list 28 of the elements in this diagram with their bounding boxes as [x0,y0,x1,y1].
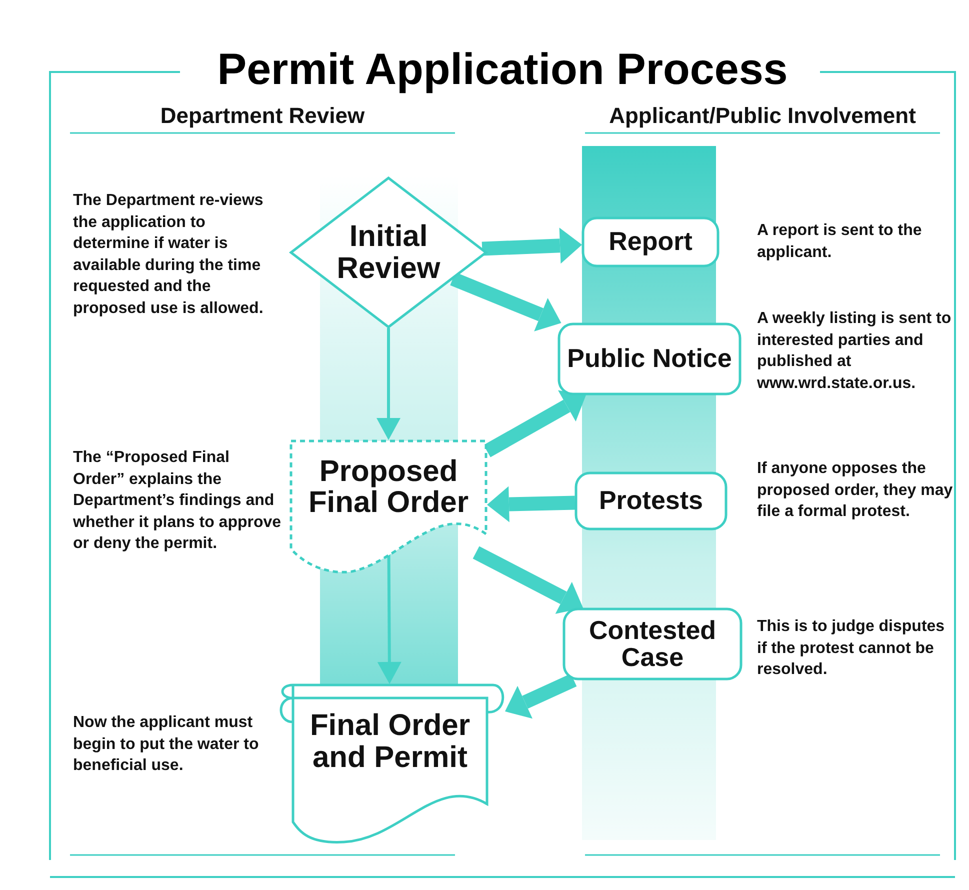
description-text: If anyone opposes the proposed order, they may file a formal protest. [757,459,954,522]
decision-diamond [290,177,487,328]
node-label: Contested Case [588,616,718,672]
description-text: This is to judge disputes if the protest cannot be resolved. [757,617,946,680]
node-label: Proposed Final Order [307,456,470,518]
arrow [505,674,577,719]
process-box [582,217,719,267]
column-heading: Applicant/Public Involvement [608,103,917,129]
description-text: The “Proposed Final Order” explains the Department’s findings and whether it plans to approve or deny the permit. [73,448,282,554]
arrow [450,272,562,332]
arrow [482,228,582,264]
process-box [563,608,742,680]
process-box [558,323,741,395]
description-text: A weekly listing is sent to interested parties and published at www.wrd.state.or.us. [757,309,952,394]
description-text: A report is sent to the applicant. [757,221,923,263]
node-label: Public Notice [567,345,732,373]
arrow [376,328,400,440]
description-text: The Department re-views the application to determine if water is available during the time requested and the proposed use is allowed. [73,191,264,319]
node-label: Final Order and Permit [308,710,472,773]
document-shape [290,440,487,574]
arrow [377,554,402,684]
process-box [575,472,727,530]
node-label: Initial Review [336,221,442,284]
column-heading: Department Review [159,103,366,129]
arrow [487,486,576,522]
node-label: Report [608,228,692,256]
node-label: Protests [598,487,704,515]
description-text: Now the applicant must begin to put the water to beneficial use. [73,713,260,776]
